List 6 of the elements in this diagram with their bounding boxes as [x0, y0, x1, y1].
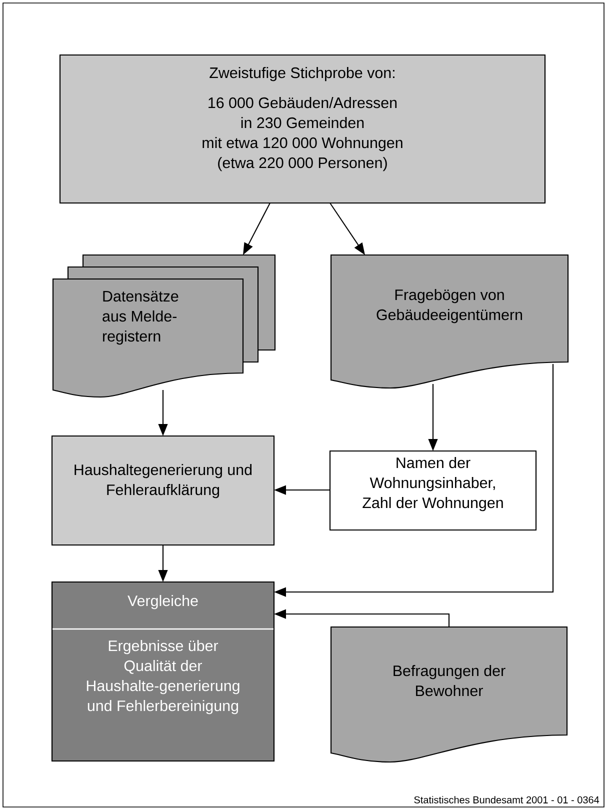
- process-box: Haushaltegenerierung und Fehleraufklärung: [51, 435, 275, 546]
- sample-box: Zweistufige Stichprobe von: 16 000 Gebäuden/Adressen in 230 Gemeinden mit etwa 120 000 Wohnungen (etwa 220 000 Personen): [59, 54, 546, 204]
- document-stack: Datensätze aus Melde-registern: [52, 254, 276, 398]
- result-box: Vergleiche Ergebnisse über Qualität der Haushalte-generierung und Fehlerbereinigung: [51, 581, 275, 762]
- data-box: Namen der Wohnungsinhaber, Zahl der Wohnungen: [329, 450, 537, 531]
- source-note: Statistisches Bundesamt 2001 - 01 - 0364: [414, 796, 600, 804]
